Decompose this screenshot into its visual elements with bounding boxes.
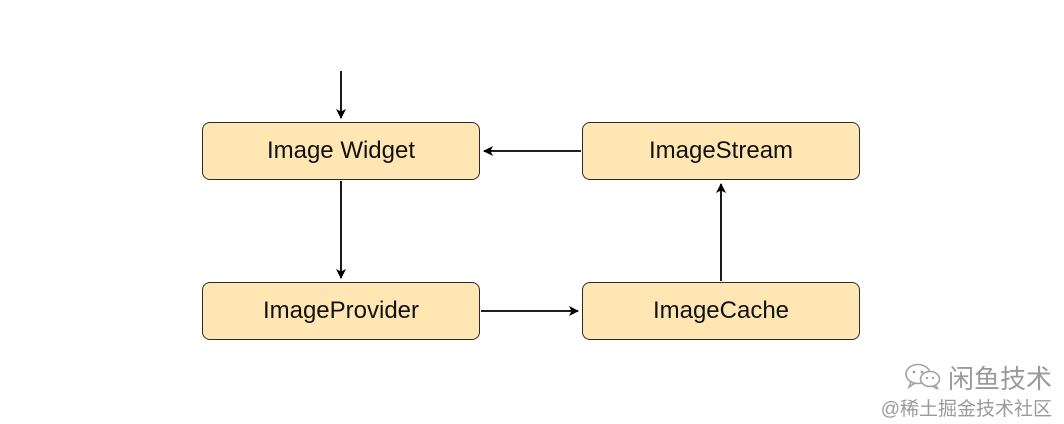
node-image-provider-label: ImageProvider	[262, 297, 420, 324]
watermark: 闲鱼技术 @稀土掘金技术社区	[881, 362, 1052, 422]
wechat-icon	[904, 362, 942, 396]
watermark-channel: 闲鱼技术	[881, 362, 1052, 396]
node-image-cache-label: ImageCache	[652, 297, 790, 324]
node-image-provider: ImageProvider	[202, 282, 480, 340]
node-image-widget-label: Image Widget	[266, 137, 416, 164]
node-image-widget: Image Widget	[202, 122, 480, 180]
node-image-cache: ImageCache	[582, 282, 860, 340]
watermark-channel-name: 闲鱼技术	[947, 364, 1052, 394]
node-image-stream: ImageStream	[582, 122, 860, 180]
watermark-source: @稀土掘金技术社区	[880, 399, 1052, 420]
node-image-stream-label: ImageStream	[648, 137, 794, 164]
